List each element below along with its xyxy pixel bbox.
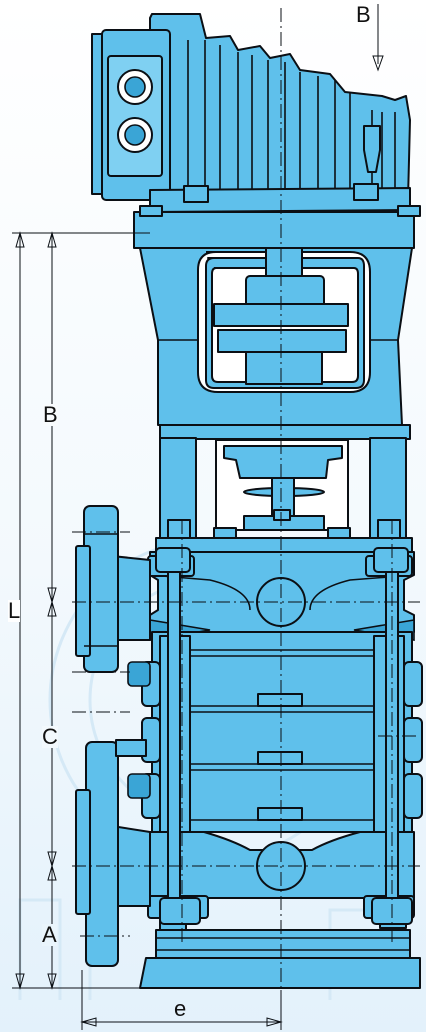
dimension-label-a: A xyxy=(42,922,57,947)
dimension-label-c: C xyxy=(42,724,58,749)
motor xyxy=(91,13,411,213)
dimension-label-b: B xyxy=(43,402,58,427)
pump-stages xyxy=(141,631,423,863)
motor-stool xyxy=(133,205,421,440)
section-view-label: B xyxy=(356,2,371,27)
center-lines xyxy=(72,8,420,1000)
discharge-flange xyxy=(75,505,151,687)
suction-flange xyxy=(75,739,151,967)
dimension-label-e: e xyxy=(174,996,187,1021)
dimension-label-l: L xyxy=(8,598,21,623)
lantern-seal-housing xyxy=(159,437,407,541)
tie-rods xyxy=(155,547,413,925)
discharge-head xyxy=(147,537,415,641)
